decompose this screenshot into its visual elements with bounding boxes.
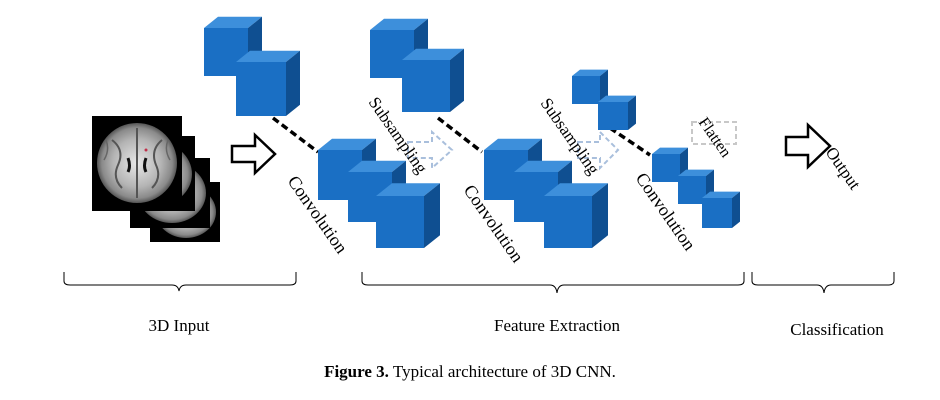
cube-conv2-3: [544, 183, 608, 248]
bracket-classification: [751, 272, 895, 294]
cube-pool2-2-front: [598, 102, 628, 130]
cube-conv3-2-top: [678, 169, 714, 176]
connector-2: [436, 116, 484, 154]
cube-conv2-2-top: [514, 160, 572, 172]
caption-text: Typical architecture of 3D CNN.: [392, 362, 616, 381]
connector-1: [271, 116, 320, 154]
cube-conv1-3-top: [376, 183, 440, 196]
output-arrow-icon: [784, 122, 832, 170]
stage-label-input: 3D Input: [149, 316, 210, 335]
feature-map-cubes: [204, 16, 740, 248]
cube-conv2-3-front: [544, 196, 592, 248]
cube-input-fm-2: [236, 50, 300, 116]
cube-conv2-3-side: [592, 183, 608, 248]
cube-conv3-3-front: [702, 198, 732, 228]
cube-pool1-2-top: [402, 48, 464, 60]
figure-caption: Figure 3. Typical architecture of 3D CNN…: [0, 362, 940, 382]
mri-slice-stack: [92, 116, 220, 242]
cube-conv3-2-front: [678, 176, 706, 204]
cube-input-fm-1-top: [204, 16, 262, 28]
cube-conv3-3-top: [702, 191, 740, 198]
cube-conv2-1-top: [484, 138, 542, 150]
cube-conv3-3-side: [732, 191, 740, 228]
stage-label-feature-extraction: Feature Extraction: [494, 316, 621, 335]
cube-pool2-1-top: [572, 69, 608, 76]
cube-pool2-1: [572, 69, 608, 104]
cube-input-fm-2-front: [236, 62, 286, 116]
cube-pool1-2-side: [450, 48, 464, 112]
cube-pool2-2-top: [598, 95, 636, 102]
subsampling-arrow-1: [407, 129, 454, 171]
cube-input-fm-2-top: [236, 50, 300, 62]
cube-conv1-3-front: [376, 196, 424, 248]
cube-conv2-1: [484, 138, 542, 200]
cube-conv1-1-top: [318, 138, 376, 150]
cube-pool2-2-side: [628, 95, 636, 130]
cube-conv2-3-top: [544, 183, 608, 196]
label-output: Output: [822, 143, 865, 193]
cube-pool2-1-front: [572, 76, 600, 104]
input-arrow-icon: [230, 132, 277, 176]
cube-conv3-1-top: [652, 147, 688, 154]
mri-slice-front: [92, 116, 182, 211]
cube-pool1-2-front: [402, 60, 450, 112]
cube-pool1-1-top: [370, 18, 428, 30]
caption-label: Figure 3.: [324, 362, 389, 381]
bracket-feature-extraction: [361, 272, 745, 294]
cube-conv1-3-side: [424, 183, 440, 248]
cube-conv3-2: [678, 169, 714, 204]
stage-label-classification: Classification: [790, 320, 884, 339]
bracket-input: [63, 272, 297, 292]
cube-conv1-2-top: [348, 160, 406, 172]
cube-pool1-2: [402, 48, 464, 112]
cube-pool2-2: [598, 95, 636, 130]
flatten-box: [691, 121, 737, 145]
cube-conv1-3: [376, 183, 440, 248]
cube-conv3-1-front: [652, 154, 680, 182]
cube-input-fm-2-side: [286, 50, 300, 116]
cube-conv3-3: [702, 191, 740, 228]
cube-pool2-1-side: [600, 69, 608, 104]
connector-3: [609, 126, 651, 157]
